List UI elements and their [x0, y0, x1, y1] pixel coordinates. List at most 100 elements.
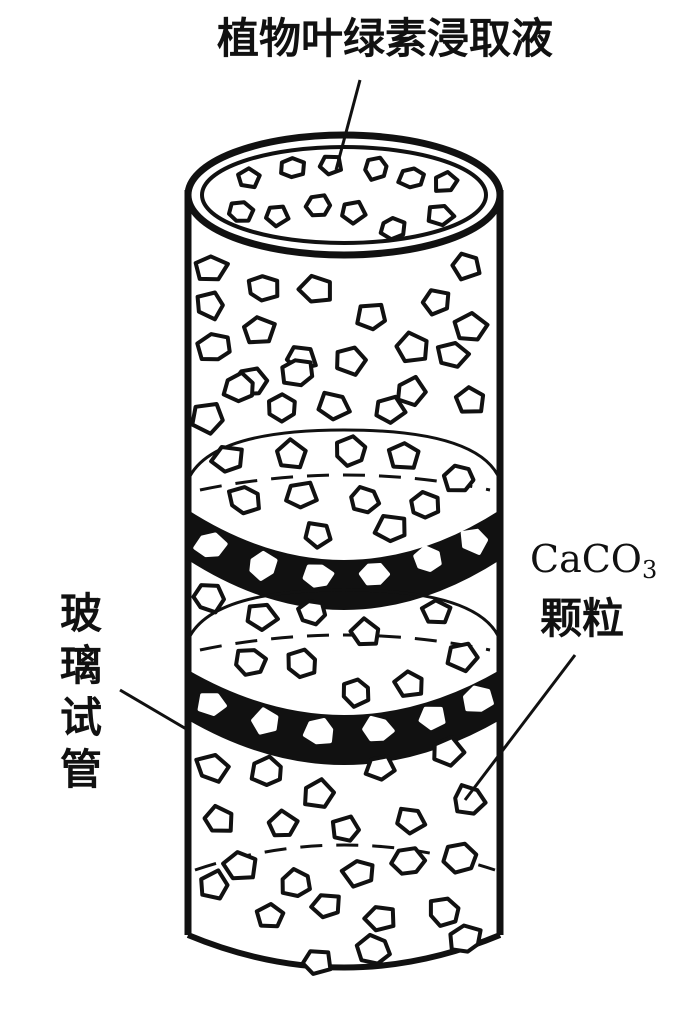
layer-ellipse-2: [186, 588, 502, 641]
granule: [441, 841, 479, 875]
granule: [335, 434, 368, 468]
granule: [460, 528, 489, 555]
granule: [264, 204, 291, 229]
layer-ellipse-2-dash: [199, 633, 491, 652]
granule: [221, 850, 258, 881]
granule: [284, 480, 319, 510]
granule: [362, 905, 396, 933]
extract-label: 植物叶绿素浸取液: [216, 14, 553, 63]
granule: [396, 166, 426, 190]
granule: [193, 254, 230, 282]
granule: [394, 330, 429, 364]
granule: [409, 490, 441, 520]
granule: [418, 706, 446, 731]
granule: [309, 893, 341, 920]
upper-band: [188, 510, 500, 610]
granule: [341, 677, 371, 709]
lower-band: [188, 670, 500, 765]
tube-label-char: 璃: [59, 641, 102, 690]
granule: [246, 274, 280, 303]
granule: [303, 193, 333, 218]
granule: [426, 204, 457, 228]
granule: [453, 783, 488, 816]
granule: [245, 602, 280, 632]
tube-label-char: 管: [59, 745, 102, 794]
granule: [395, 806, 428, 836]
granule: [195, 332, 232, 362]
granule: [202, 803, 234, 833]
granule: [194, 753, 231, 784]
granule: [251, 707, 279, 735]
tube-top-inner-rim: [200, 145, 488, 245]
granule: [197, 693, 227, 716]
granule: [358, 563, 390, 586]
formula-subscript: 3: [641, 556, 658, 584]
granule: [303, 521, 333, 550]
granule: [463, 685, 494, 712]
granule: [441, 463, 476, 493]
granule: [386, 441, 421, 470]
granule: [448, 923, 483, 954]
granule: [340, 199, 368, 226]
granule: [254, 902, 286, 929]
granule: [249, 754, 283, 787]
granule: [191, 583, 226, 615]
granule: [199, 868, 230, 901]
granule: [286, 647, 317, 680]
granule: [349, 485, 382, 515]
caco3-formula-label: CaCO3: [530, 540, 657, 582]
granule: [242, 315, 277, 345]
granule: [280, 867, 312, 898]
granule: [316, 390, 352, 422]
granule: [372, 514, 407, 544]
granule: [354, 932, 392, 966]
formula-main: CaCO: [530, 537, 642, 581]
granule-leader-line: [463, 654, 577, 801]
granule: [300, 949, 333, 976]
granule: [281, 526, 310, 554]
granule: [363, 155, 389, 182]
granule: [317, 154, 343, 177]
granule: [234, 648, 268, 677]
granule: [420, 288, 451, 317]
granule: [296, 599, 328, 627]
granule: [396, 374, 428, 408]
granule: [266, 808, 300, 838]
granule: [190, 402, 225, 436]
tube-leader-line: [119, 688, 189, 732]
granule: [267, 392, 297, 424]
granule: [303, 777, 336, 809]
granule: [302, 718, 334, 745]
granules-label: 颗粒: [540, 594, 625, 643]
granule: [296, 273, 332, 304]
granule: [450, 251, 482, 282]
granule: [280, 358, 315, 388]
granule: [227, 485, 261, 516]
granule: [227, 200, 256, 223]
granule: [193, 532, 228, 558]
granule: [236, 166, 262, 190]
granule: [435, 341, 471, 369]
granule: [221, 370, 255, 404]
granule: [249, 550, 278, 581]
granule: [432, 735, 467, 768]
granule: [363, 754, 397, 782]
tube-label-char: 玻: [59, 589, 102, 638]
granule: [452, 311, 490, 342]
granule: [335, 345, 368, 377]
layer-ellipse-1: [186, 428, 502, 481]
granule: [355, 302, 387, 332]
caco3-granules: [190, 154, 490, 976]
glass-tube-label: 玻 璃 试 管: [58, 588, 104, 796]
granule: [302, 564, 335, 588]
extract-leader-line: [334, 79, 362, 171]
granule: [209, 445, 244, 474]
granule: [374, 394, 408, 425]
granule: [348, 616, 381, 647]
granule: [428, 896, 461, 928]
granule: [392, 669, 424, 698]
granule: [275, 437, 308, 470]
granule: [445, 641, 480, 674]
granule: [279, 156, 306, 180]
